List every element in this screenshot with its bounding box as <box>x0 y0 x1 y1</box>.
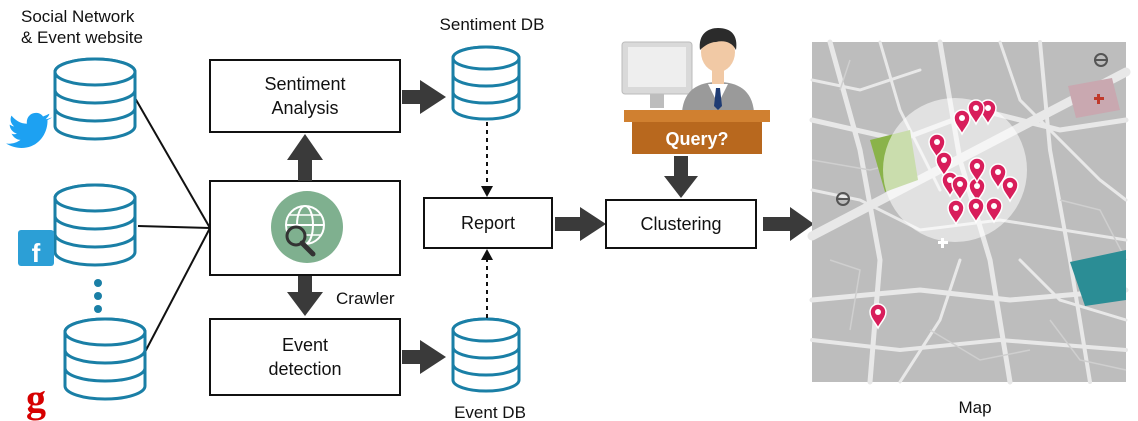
source-db-facebook <box>53 183 137 267</box>
user-at-computer-icon <box>621 28 754 112</box>
source-db-twitter <box>53 57 137 141</box>
arrow-to-clustering <box>555 207 606 241</box>
query-podium: Query? <box>624 110 770 154</box>
report-text: Report <box>460 213 516 233</box>
event-detection-text: Event detection <box>268 335 342 379</box>
arrow-to-event-detection <box>287 276 323 316</box>
crawler-label: Crawler <box>336 289 395 308</box>
report-box <box>423 197 553 249</box>
sources-title: Social Network & Event website <box>21 7 143 47</box>
arrow-query-to-clustering <box>664 156 698 198</box>
map-label: Map <box>958 398 992 417</box>
source-links <box>134 97 211 353</box>
source-db-google <box>63 317 147 401</box>
arrow-to-sentiment-db <box>402 80 446 114</box>
sentiment-db <box>451 45 521 121</box>
sentiment-db-label: Sentiment DB <box>439 15 545 34</box>
clustering-text: Clustering <box>640 214 722 234</box>
event-detection-box <box>209 318 401 396</box>
arrow-to-event-db <box>402 340 446 374</box>
sentiment-analysis-text: Sentiment Analysis <box>264 74 346 118</box>
facebook-letter: f <box>32 238 41 268</box>
query-label: Query? <box>665 129 728 149</box>
dotted-arrow-event-to-report <box>481 249 493 318</box>
google-icon: g <box>26 376 46 421</box>
event-db-label: Event DB <box>454 403 526 421</box>
sentiment-analysis-box <box>209 59 401 133</box>
twitter-bird-icon <box>6 112 53 148</box>
facebook-icon: f <box>18 230 54 268</box>
clustering-box <box>605 199 757 249</box>
more-sources-ellipsis <box>94 279 102 313</box>
globe-search-icon <box>271 191 343 263</box>
dotted-arrow-sentiment-to-report <box>481 122 493 197</box>
arrow-to-sentiment <box>287 134 323 181</box>
arrow-to-map <box>763 207 814 241</box>
event-db <box>451 317 521 393</box>
